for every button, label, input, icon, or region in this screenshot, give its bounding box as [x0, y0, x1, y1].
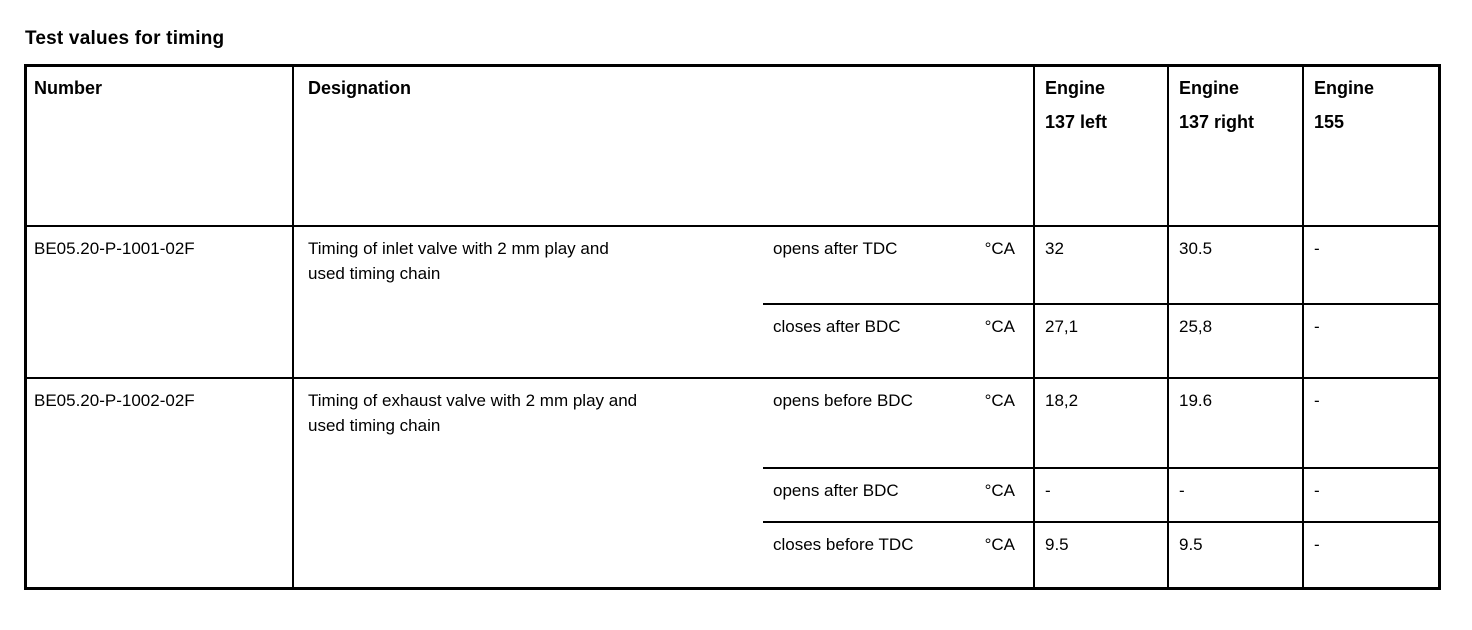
- col-header-engine-137-left: Engine 137 left: [1033, 67, 1167, 225]
- col-header-line-1: Engine: [1314, 78, 1375, 98]
- value-engine-155: -: [1302, 377, 1438, 467]
- value-engine-137-left: 18,2: [1033, 377, 1167, 467]
- col-header-line-2: 137 right: [1179, 112, 1255, 132]
- value-engine-137-left: 27,1: [1033, 303, 1167, 377]
- value-engine-137-right: 9.5: [1167, 521, 1302, 587]
- designation-line-1: Timing of inlet valve with 2 mm play and: [308, 239, 609, 258]
- value-engine-137-right: -: [1167, 467, 1302, 521]
- spec-condition-label: opens after TDC: [773, 239, 898, 258]
- value-engine-155: -: [1302, 521, 1438, 587]
- value-engine-137-left: 32: [1033, 225, 1167, 303]
- row-designation: Timing of exhaust valve with 2 mm play a…: [292, 377, 763, 587]
- designation-line-2: used timing chain: [308, 416, 441, 435]
- spec-unit-label: °CA: [984, 391, 1015, 410]
- spec-unit-label: °CA: [984, 481, 1015, 500]
- col-header-engine-137-right: Engine 137 right: [1167, 67, 1302, 225]
- value-engine-155: -: [1302, 467, 1438, 521]
- spec-condition-label: closes before TDC: [773, 535, 914, 554]
- timing-values-table: Number Designation Engine 137 left Engin…: [24, 64, 1441, 590]
- value-engine-155: -: [1302, 225, 1438, 303]
- value-engine-137-right: 19.6: [1167, 377, 1302, 467]
- spec-condition-label: closes after BDC: [773, 317, 901, 336]
- spec-unit-label: °CA: [984, 317, 1015, 336]
- col-header-line-1: Engine: [1179, 78, 1240, 98]
- row-number: BE05.20-P-1002-02F: [27, 377, 292, 587]
- col-header-designation: Designation: [292, 67, 1033, 225]
- designation-line-2: used timing chain: [308, 264, 441, 283]
- spec-unit-label: °CA: [984, 239, 1015, 258]
- spec-unit-label: °CA: [984, 535, 1015, 554]
- col-header-engine-155: Engine 155: [1302, 67, 1438, 225]
- spec-condition-label: opens before BDC: [773, 391, 913, 410]
- value-engine-137-right: 30.5: [1167, 225, 1302, 303]
- designation-line-1: Timing of exhaust valve with 2 mm play a…: [308, 391, 638, 410]
- spec-condition-cell: opens after BDC °CA: [763, 467, 1033, 521]
- value-engine-137-left: 9.5: [1033, 521, 1167, 587]
- spec-condition-cell: opens after TDC °CA: [763, 225, 1033, 303]
- spec-condition-label: opens after BDC: [773, 481, 899, 500]
- row-designation: Timing of inlet valve with 2 mm play and…: [292, 225, 763, 377]
- row-number: BE05.20-P-1001-02F: [27, 225, 292, 377]
- value-engine-137-left: -: [1033, 467, 1167, 521]
- col-header-line-2: 137 left: [1045, 112, 1108, 132]
- spec-condition-cell: closes after BDC °CA: [763, 303, 1033, 377]
- spec-condition-cell: opens before BDC °CA: [763, 377, 1033, 467]
- value-engine-137-right: 25,8: [1167, 303, 1302, 377]
- value-engine-155: -: [1302, 303, 1438, 377]
- page-title: Test values for timing: [25, 28, 225, 49]
- col-header-line-1: Engine: [1045, 78, 1106, 98]
- col-header-line-2: 155: [1314, 112, 1345, 132]
- col-header-number: Number: [34, 78, 103, 98]
- spec-condition-cell: closes before TDC °CA: [763, 521, 1033, 587]
